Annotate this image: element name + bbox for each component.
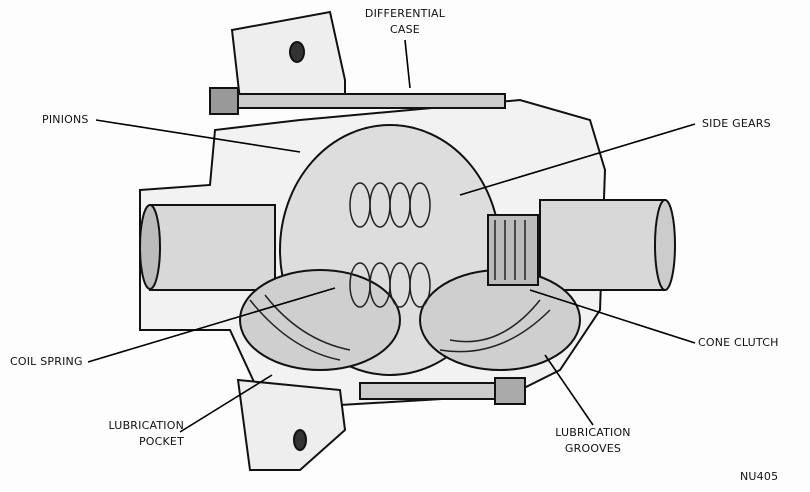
right-axle-shaft-end [654, 199, 676, 291]
lubrication-grooves-lines [249, 294, 551, 361]
top-mounting-flange [230, 10, 346, 101]
right-axle-shaft [539, 199, 666, 291]
top-bolt-head [209, 87, 239, 115]
label-line: DIFFERENTIAL [364, 7, 446, 20]
left-axle-shaft [149, 204, 276, 291]
leader-lubrication-pocket [179, 374, 273, 433]
bottom-bolt-head [494, 377, 526, 405]
bottom-flange-hole [293, 429, 307, 451]
label-coil-spring: COIL SPRING [10, 355, 83, 368]
label-side-gears: SIDE GEARS [702, 117, 771, 130]
cone-clutch-left [239, 269, 401, 371]
label-pinions: PINIONS [42, 113, 89, 126]
label-line: LUBRICATION [108, 419, 184, 432]
leader-side-gears [459, 123, 696, 196]
spline-hub [487, 214, 539, 286]
label-cone-clutch: CONE CLUTCH [698, 336, 779, 349]
coil-springs-lower [349, 262, 431, 308]
coil-springs-upper [349, 182, 431, 228]
bottom-mounting-flange [236, 378, 347, 471]
spline-teeth [494, 220, 526, 280]
label-line: GROOVES [564, 442, 622, 455]
figure-id: NU405 [740, 470, 779, 483]
top-flange-hole [289, 41, 305, 63]
leader-differential-case [404, 39, 411, 89]
label-line: POCKET [138, 435, 184, 448]
leader-coil-spring [87, 287, 336, 363]
bottom-bolt [359, 382, 511, 400]
leader-pinions [95, 119, 301, 153]
left-axle-shaft-end [139, 204, 161, 290]
leader-lubrication-grooves [544, 354, 594, 426]
top-bolt [214, 93, 506, 109]
label-line: CASE [390, 23, 420, 36]
label-differential-case: DIFFERENTIAL CASE [355, 6, 455, 38]
leader-cone-clutch [529, 289, 696, 344]
label-lubrication-pocket: LUBRICATION POCKET [100, 418, 184, 450]
label-line: LUBRICATION [555, 426, 631, 439]
label-lubrication-grooves: LUBRICATION GROOVES [548, 425, 638, 457]
